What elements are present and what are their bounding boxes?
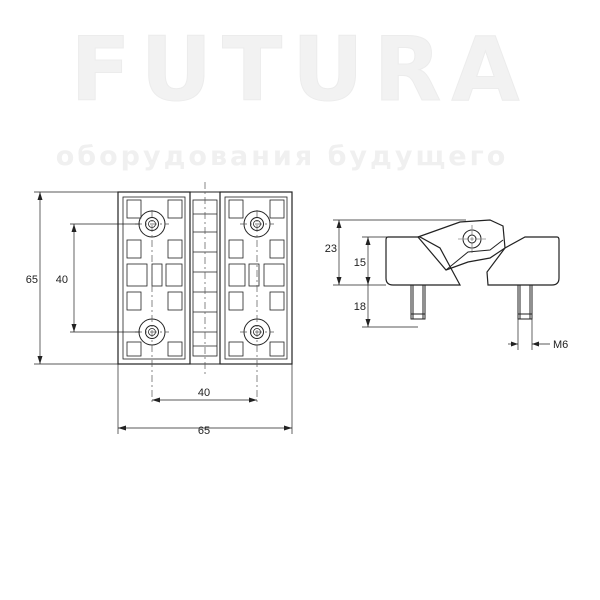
- dim-height: [34, 191, 118, 365]
- dim-stud-label: 18: [354, 301, 366, 313]
- dim-width-label: 65: [198, 425, 210, 437]
- dim-thread: [508, 319, 550, 350]
- left-stud: [410, 284, 426, 320]
- dim-hole-horizontal-label: 40: [198, 387, 210, 399]
- right-stud: [517, 284, 533, 320]
- knuckle-plate: [416, 219, 506, 271]
- center-lines: [135, 182, 274, 404]
- dim-hole-horizontal: [152, 397, 257, 403]
- watermark-subtitle: оборудования будущего: [56, 141, 509, 172]
- front-view: 65 40 40 65: [26, 182, 293, 437]
- dim-width: [117, 364, 293, 434]
- dim-thread-label: M6: [553, 339, 568, 351]
- knuckle-plate-lower: [445, 239, 504, 271]
- dim-hole-vertical: [70, 223, 140, 333]
- dim-height-label: 65: [26, 274, 38, 286]
- dim-mid-label: 15: [354, 257, 366, 269]
- hinge-pin: [458, 225, 486, 253]
- watermark-title: FUTURA: [71, 18, 530, 121]
- dim-mid: [362, 236, 388, 285]
- side-view: 23 15 18 M6: [325, 219, 568, 351]
- left-block: [385, 236, 462, 286]
- dim-stud: [362, 285, 418, 328]
- right-block: [486, 236, 560, 286]
- dim-hole-vertical-label: 40: [56, 274, 68, 286]
- dim-top-label: 23: [325, 243, 337, 255]
- dim-top: [333, 219, 466, 286]
